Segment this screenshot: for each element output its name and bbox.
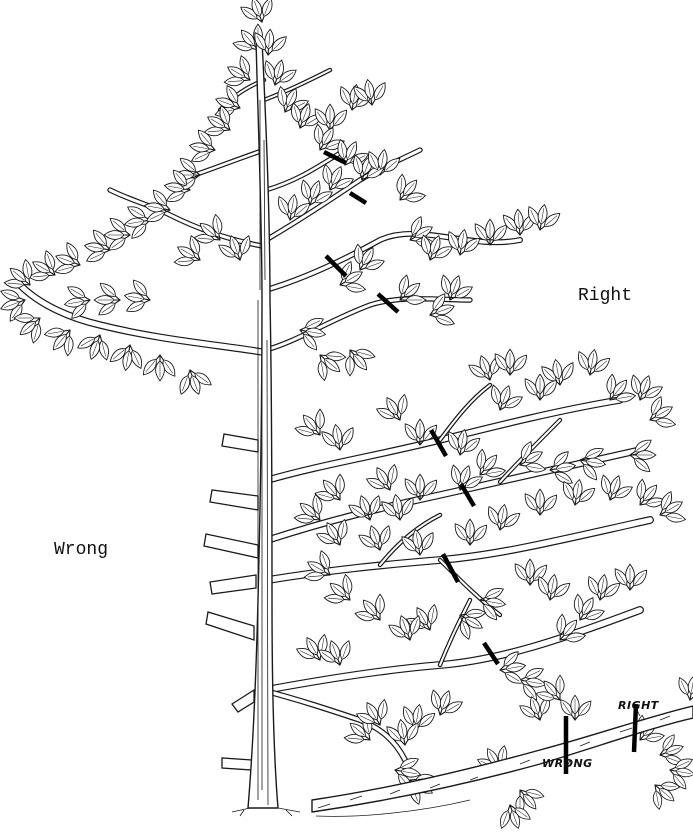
stub-1 bbox=[222, 434, 258, 452]
leaf bbox=[466, 519, 475, 539]
leaf bbox=[536, 489, 545, 509]
twig bbox=[156, 355, 160, 360]
stub-4 bbox=[210, 575, 256, 594]
twig bbox=[19, 298, 25, 300]
leaf bbox=[316, 409, 325, 429]
twig bbox=[508, 805, 510, 811]
leaf bbox=[416, 474, 425, 494]
twig bbox=[405, 740, 408, 745]
leaf bbox=[636, 451, 656, 460]
leaf bbox=[326, 104, 335, 124]
leaf bbox=[260, 0, 275, 18]
twig bbox=[575, 715, 579, 720]
twig bbox=[125, 231, 130, 235]
twig bbox=[372, 100, 375, 105]
leaf bbox=[556, 675, 564, 694]
twig bbox=[660, 755, 666, 757]
twig bbox=[500, 670, 505, 673]
leaf bbox=[94, 296, 114, 305]
leaf bbox=[655, 417, 676, 429]
twig bbox=[630, 585, 634, 590]
leaf bbox=[376, 594, 385, 614]
twig bbox=[430, 624, 431, 630]
wrong-stubs bbox=[204, 434, 258, 770]
leaf bbox=[416, 419, 425, 439]
twig bbox=[370, 514, 372, 520]
twig bbox=[400, 515, 403, 520]
inset-right-label: RIGHT bbox=[618, 699, 659, 712]
branch-upper-right-fill bbox=[266, 234, 520, 290]
twig bbox=[85, 297, 90, 300]
twig bbox=[380, 544, 382, 550]
leaf bbox=[345, 282, 366, 294]
twig bbox=[530, 580, 534, 585]
leaf bbox=[397, 394, 409, 415]
leaf bbox=[526, 559, 535, 579]
leaf bbox=[338, 639, 353, 661]
leaf bbox=[434, 313, 456, 328]
twig bbox=[240, 254, 242, 260]
twig bbox=[540, 395, 544, 400]
leaf bbox=[626, 564, 635, 584]
cut-mark-2 bbox=[350, 193, 366, 203]
leaf bbox=[498, 809, 512, 829]
twig bbox=[490, 374, 492, 380]
twig bbox=[540, 714, 542, 720]
twig bbox=[520, 465, 526, 466]
twig bbox=[340, 659, 342, 665]
twig bbox=[510, 370, 514, 375]
twig bbox=[340, 445, 343, 450]
twig bbox=[380, 719, 381, 725]
stub-6 bbox=[232, 690, 254, 712]
leaf bbox=[377, 699, 389, 720]
leaf bbox=[104, 231, 124, 240]
twig bbox=[420, 550, 423, 555]
twig bbox=[188, 370, 190, 376]
right-label: Right bbox=[578, 286, 632, 306]
twig bbox=[660, 515, 666, 516]
twig bbox=[115, 296, 120, 300]
leaf bbox=[336, 474, 345, 494]
twig bbox=[519, 229, 520, 235]
twig bbox=[470, 540, 474, 545]
wrong-label: Wrong bbox=[54, 540, 108, 560]
leaf bbox=[177, 374, 192, 396]
leaf bbox=[156, 361, 165, 381]
twig bbox=[400, 414, 401, 420]
stub-3 bbox=[204, 534, 258, 558]
leaf bbox=[536, 374, 545, 394]
stub-2 bbox=[210, 490, 258, 510]
twig bbox=[520, 230, 523, 235]
stub-7 bbox=[222, 758, 252, 770]
twig bbox=[340, 539, 341, 545]
twig bbox=[410, 634, 412, 640]
leaf bbox=[486, 219, 495, 239]
twig bbox=[650, 420, 656, 421]
twig bbox=[340, 285, 346, 286]
twig bbox=[430, 315, 436, 317]
leaf bbox=[0, 287, 21, 302]
leaf bbox=[506, 349, 515, 369]
stub-5 bbox=[206, 612, 254, 640]
twig bbox=[560, 380, 563, 385]
leaf bbox=[571, 695, 579, 714]
twig bbox=[540, 510, 544, 515]
leaf bbox=[378, 524, 393, 546]
twig bbox=[630, 455, 635, 459]
tree-branches bbox=[19, 16, 693, 810]
leaf bbox=[665, 512, 686, 524]
leaf bbox=[346, 356, 355, 376]
leaf bbox=[387, 464, 399, 485]
twig bbox=[262, 16, 264, 22]
twig bbox=[390, 484, 391, 490]
twig bbox=[410, 240, 416, 241]
inset-wrong-label: WRONG bbox=[542, 757, 593, 770]
leaf bbox=[427, 604, 439, 625]
